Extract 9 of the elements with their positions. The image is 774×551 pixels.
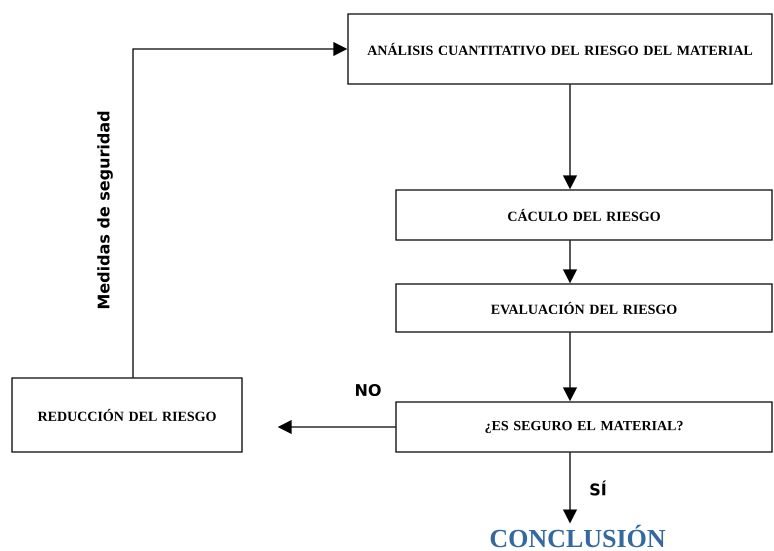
edge-label: NO (356, 384, 381, 396)
edge-label: Medidas de seguridad (97, 112, 113, 308)
edge-label: SÍ (590, 480, 606, 496)
conclusion-text: CONCLUSIÓN (490, 524, 666, 548)
process-box: REDUCCIÓN DEL RIESGO (11, 377, 243, 453)
process-box: CÁCULO DEL RIESGO (395, 189, 773, 241)
process-box: ANÁLISIS CUANTITATIVO DEL RIESGO DEL MATERIAL (347, 13, 773, 85)
process-box: ¿ES SEGURO EL MATERIAL? (395, 401, 773, 453)
process-box: EVALUACIÓN DEL RIESGO (395, 283, 773, 333)
